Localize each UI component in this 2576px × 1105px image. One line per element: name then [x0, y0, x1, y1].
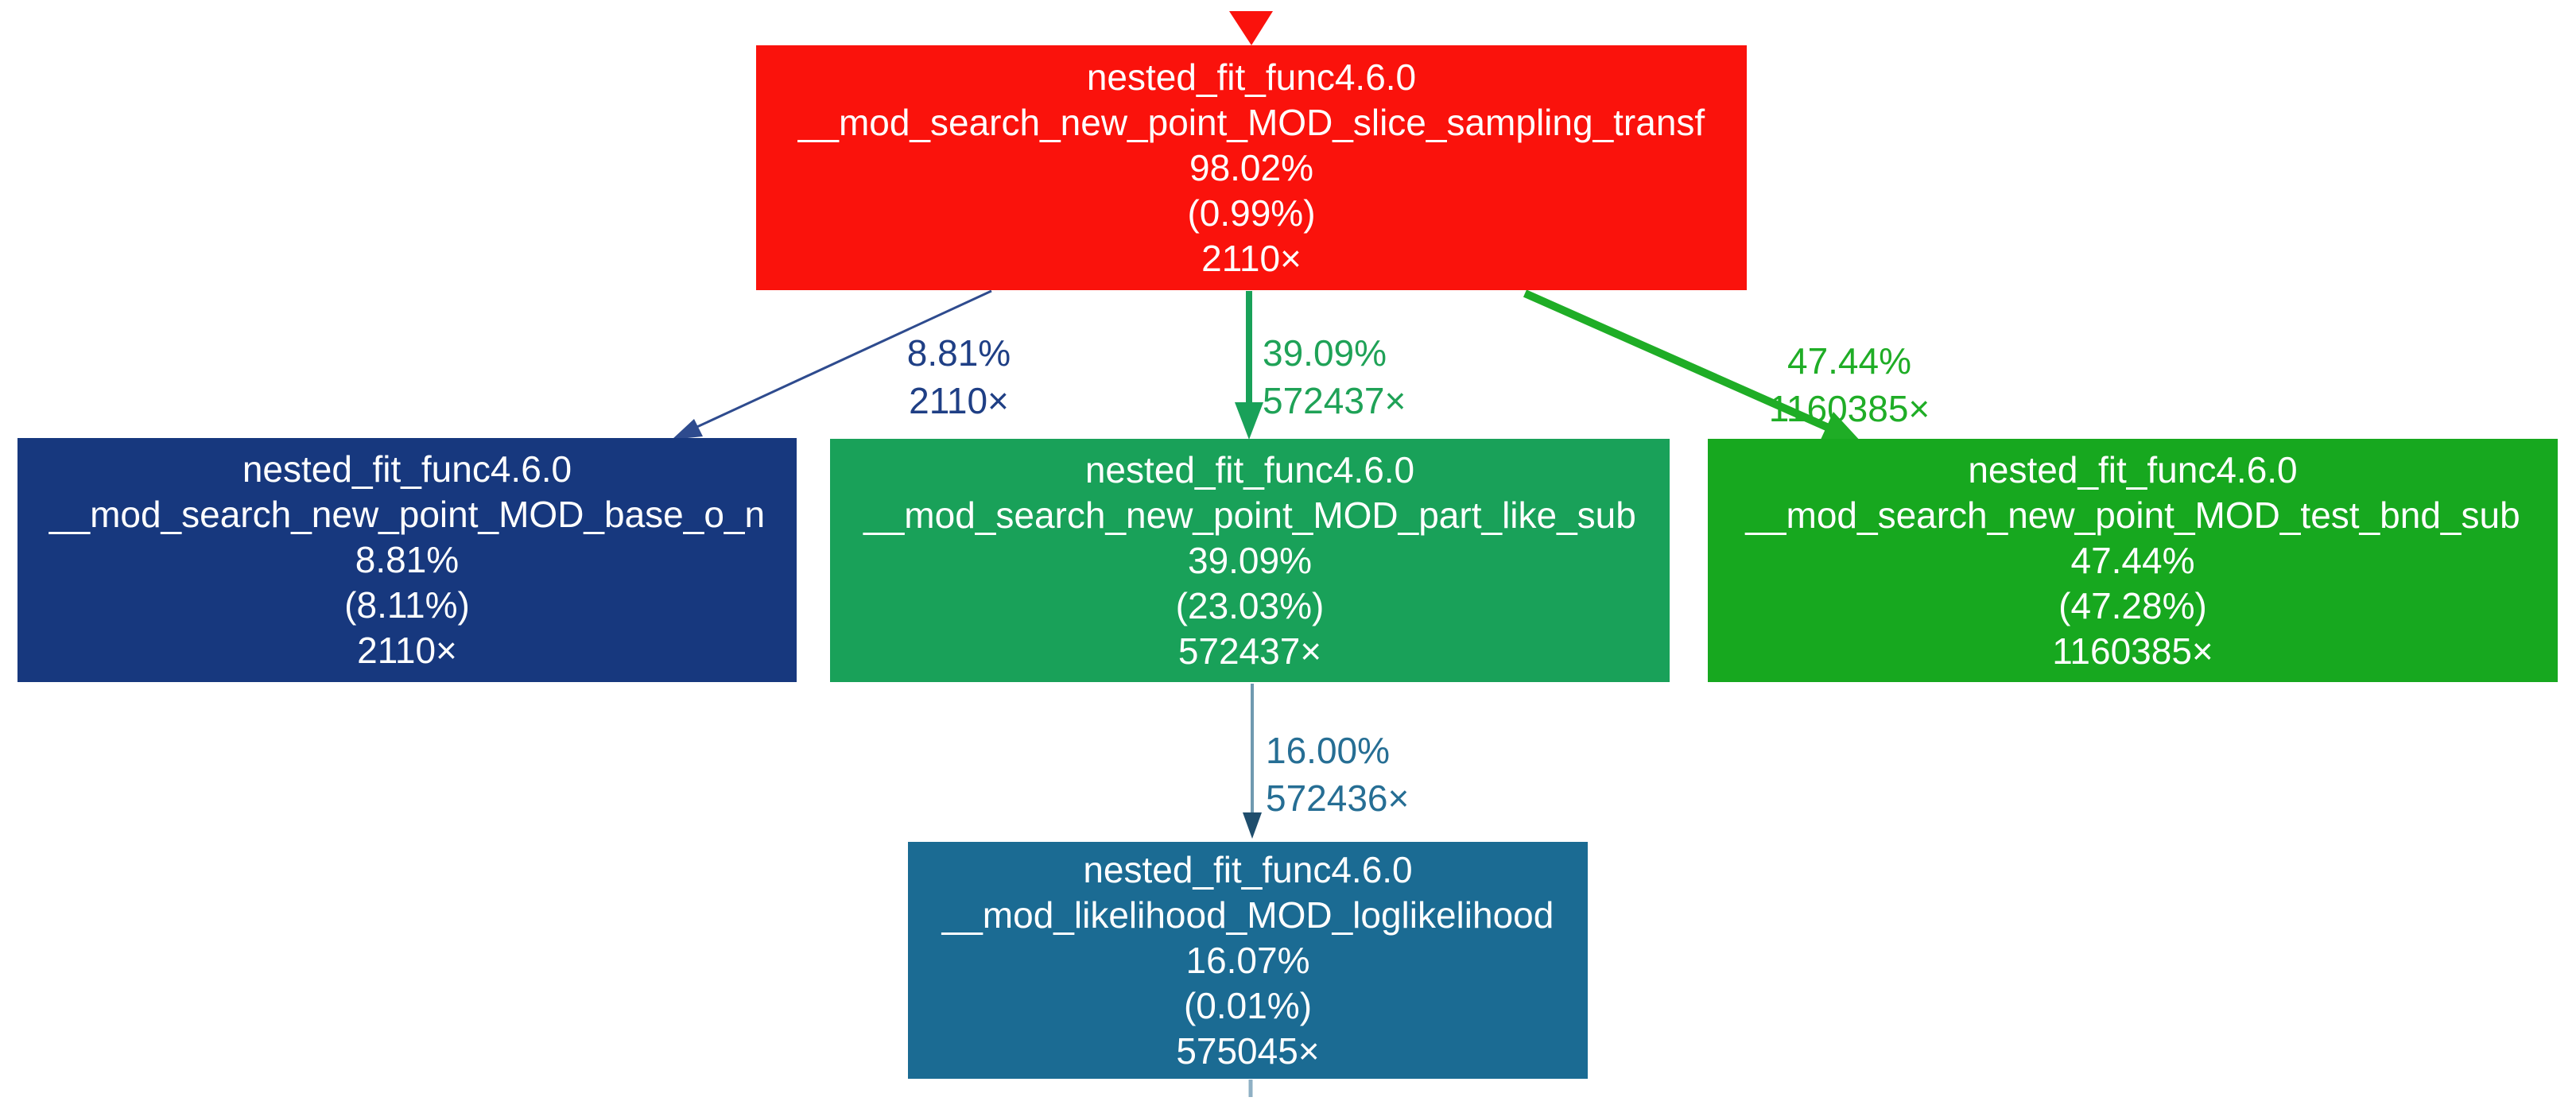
node-line: nested_fit_func4.6.0: [1083, 848, 1413, 890]
edge-call-count: 2110×: [909, 380, 1009, 421]
node-line: (8.11%): [344, 584, 470, 626]
edge-label-to-base-o-n: 8.81% 2110×: [820, 329, 1098, 425]
node-line: __mod_likelihood_MOD_loglikelihood: [941, 894, 1554, 936]
node-line: (23.03%): [1175, 584, 1325, 626]
node-line: nested_fit_func4.6.0: [1086, 56, 1417, 98]
edge-label-to-test-bnd-sub: 47.44% 1160385×: [1710, 337, 1988, 432]
node-line: __mod_search_new_point_MOD_slice_samplin…: [797, 101, 1705, 143]
node-line: 8.81%: [355, 539, 460, 580]
node-line: 575045×: [1176, 1029, 1320, 1072]
node-line: 39.09%: [1187, 539, 1312, 581]
node-line: (0.99%): [1187, 192, 1316, 234]
node-loglikelihood: nested_fit_func4.6.0 __mod_likelihood_MO…: [908, 842, 1588, 1079]
edge-percent: 39.09%: [1263, 332, 1387, 374]
node-part-like-sub: nested_fit_func4.6.0 __mod_search_new_po…: [830, 439, 1670, 682]
edge-to-base-o-n-arrowhead: [672, 419, 703, 440]
node-line: nested_fit_func4.6.0: [1084, 448, 1415, 490]
edge-to-test-bnd-sub-arrowhead: [1820, 412, 1862, 443]
node-line: 16.07%: [1185, 939, 1310, 981]
node-line: 2110×: [1201, 237, 1302, 279]
node-line: 572437×: [1177, 630, 1322, 672]
incoming-edge-arrowhead: [1229, 11, 1273, 45]
node-line: 2110×: [357, 630, 457, 671]
node-line: __mod_search_new_point_MOD_part_like_sub: [863, 494, 1636, 536]
edge-percent: 47.44%: [1787, 340, 1911, 382]
edge-percent: 8.81%: [906, 332, 1011, 374]
node-test-bnd-sub: nested_fit_func4.6.0 __mod_search_new_po…: [1708, 439, 2558, 682]
node-line: nested_fit_func4.6.0: [242, 448, 572, 490]
edge-to-part-like-sub-arrowhead: [1235, 402, 1263, 440]
node-line: (0.01%): [1183, 984, 1313, 1026]
edge-call-count: 572436×: [1266, 777, 1410, 819]
edge-to-loglikelihood-arrowhead: [1243, 812, 1262, 839]
node-line: 1160385×: [2052, 630, 2213, 672]
node-line: 47.44%: [2070, 539, 2195, 581]
node-line: (47.28%): [2058, 584, 2207, 626]
edge-label-to-part-like-sub: 39.09% 572437×: [1263, 329, 1581, 425]
edge-to-base-o-n-line: [689, 289, 992, 432]
node-base-o-n: nested_fit_func4.6.0 __mod_search_new_po…: [17, 438, 797, 682]
edge-to-test-bnd-sub-line: [1523, 289, 1833, 432]
node-line: __mod_search_new_point_MOD_test_bnd_sub: [1745, 494, 2520, 536]
node-line: 98.02%: [1189, 146, 1313, 188]
node-line: nested_fit_func4.6.0: [1968, 448, 2298, 490]
edge-call-count: 1160385×: [1768, 388, 1930, 429]
node-line: __mod_search_new_point_MOD_base_o_n: [48, 494, 766, 535]
edge-percent: 16.00%: [1266, 730, 1391, 771]
edge-call-count: 572437×: [1263, 380, 1406, 421]
edge-label-to-loglikelihood: 16.00% 572436×: [1266, 727, 1584, 822]
node-slice-sampling-transf: nested_fit_func4.6.0 __mod_search_new_po…: [756, 45, 1747, 290]
